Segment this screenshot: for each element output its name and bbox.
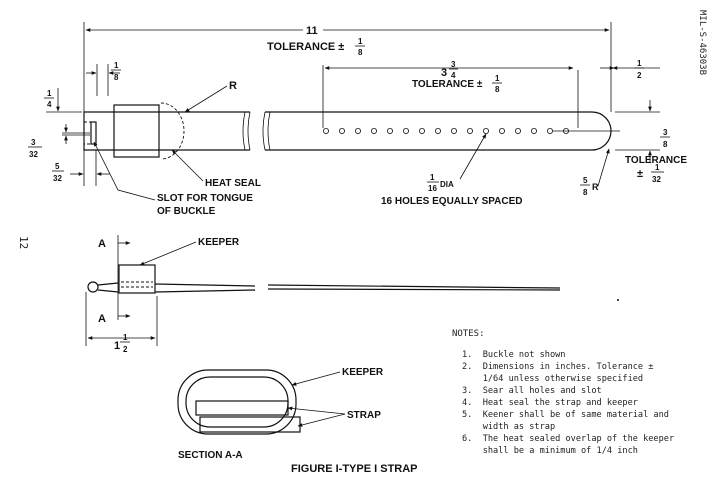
top-view: 11 TOLERANCE ± 1 8 3 3 4 TOLERANCE ± 1 8… [28, 22, 687, 217]
heat-seal-label: HEAT SEAL [205, 178, 261, 189]
note-line-7: width as strap [462, 422, 555, 432]
keeper-top [113, 104, 160, 158]
notes-heading: NOTES: [452, 329, 485, 339]
strap-holes [322, 127, 570, 134]
side-view: A A KEEPER 1 1 2 [85, 235, 619, 354]
holes-note: 16 HOLES EQUALLY SPACED [381, 196, 523, 207]
end-radius-den: 8 [583, 188, 588, 197]
end-radius-num: 5 [583, 176, 588, 185]
notes: NOTES: 1. Buckle not shown 2. Dimensions… [452, 329, 674, 456]
end-radius-suffix: R [592, 182, 599, 192]
section-strap-label: STRAP [347, 410, 381, 421]
loop-dim-den: 2 [123, 345, 128, 354]
strap-top-right [262, 111, 620, 151]
section-keeper-inner [185, 376, 289, 428]
strap-top-left [83, 111, 251, 151]
r-label: R [229, 80, 237, 92]
hole-span-num: 3 [451, 60, 456, 69]
overall-length-value: 11 [306, 25, 318, 37]
note-line-3: 1/64 unless otherwise specified [462, 374, 643, 384]
section-strap-upper [195, 400, 289, 416]
overall-tol-den: 8 [358, 48, 363, 57]
section-marker-bottom: A [98, 313, 106, 325]
width-den: 8 [663, 140, 668, 149]
section-a-a: KEEPER STRAP SECTION A-A [177, 367, 384, 461]
hole-span-den: 4 [451, 71, 456, 80]
hole-dia-num: 1 [430, 173, 435, 182]
hole-dia-suffix: DIA [440, 180, 454, 189]
note-line-9: shall be a minimum of 1/4 inch [462, 446, 638, 456]
section-keeper-outer [177, 369, 297, 435]
keeper-offset-den: 8 [114, 73, 119, 82]
slot-dim-num: 3 [31, 138, 36, 147]
width-tol-num: 1 [655, 163, 660, 172]
overall-tolerance-label: TOLERANCE ± [267, 41, 344, 53]
end-offset-num: 1 [637, 59, 642, 68]
loop-dim-whole: 1 [114, 340, 120, 352]
hole-tol-num: 1 [495, 74, 500, 83]
end-offset-den: 2 [637, 71, 642, 80]
slot-label-line1: SLOT FOR TONGUE [157, 193, 253, 204]
hole-dia-den: 16 [428, 184, 437, 193]
page-number: 12 [17, 236, 30, 249]
keeper-side [118, 264, 156, 294]
side-keeper-label: KEEPER [198, 237, 240, 248]
left-dim-num: 1 [47, 89, 52, 98]
slot-label-line2: OF BUCKLE [157, 206, 216, 217]
section-keeper-label: KEEPER [342, 367, 384, 378]
hole-span-tolerance: TOLERANCE ± [412, 79, 483, 90]
slot-offset-num: 5 [55, 162, 60, 171]
note-line-6: 5. Keener shall be of same material and [462, 410, 669, 420]
hole-span-whole: 3 [441, 67, 447, 79]
hole-tol-den: 8 [495, 85, 500, 94]
slot-offset-den: 32 [53, 174, 62, 183]
note-line-1: 1. Buckle not shown [462, 350, 565, 360]
strap-loop [87, 281, 99, 293]
note-line-8: 6. The heat sealed overlap of the keeper [462, 434, 674, 444]
width-num: 3 [663, 128, 668, 137]
section-marker-top: A [98, 238, 106, 250]
note-line-2: 2. Dimensions in inches. Tolerance ± [462, 362, 653, 372]
doc-number: MIL-S-46303B [697, 10, 707, 75]
slot-dim-den: 32 [29, 150, 38, 159]
section-strap-lower [199, 416, 301, 433]
heat-seal-area [160, 102, 185, 160]
buckle-slot [90, 121, 97, 145]
left-dim-den: 4 [47, 100, 52, 109]
note-line-5: 4. Heat seal the strap and keeper [462, 398, 638, 408]
figure-caption: FIGURE I-TYPE I STRAP [291, 463, 418, 475]
width-tol-sign: ± [637, 168, 643, 180]
overall-tol-num: 1 [358, 37, 363, 46]
keeper-offset-num: 1 [114, 61, 119, 70]
width-tol-den: 32 [652, 175, 661, 184]
width-tolerance-label: TOLERANCE [625, 155, 687, 166]
loop-dim-num: 1 [123, 333, 128, 342]
note-line-4: 3. Sear all holes and slot [462, 386, 602, 396]
section-caption: SECTION A-A [178, 450, 243, 461]
